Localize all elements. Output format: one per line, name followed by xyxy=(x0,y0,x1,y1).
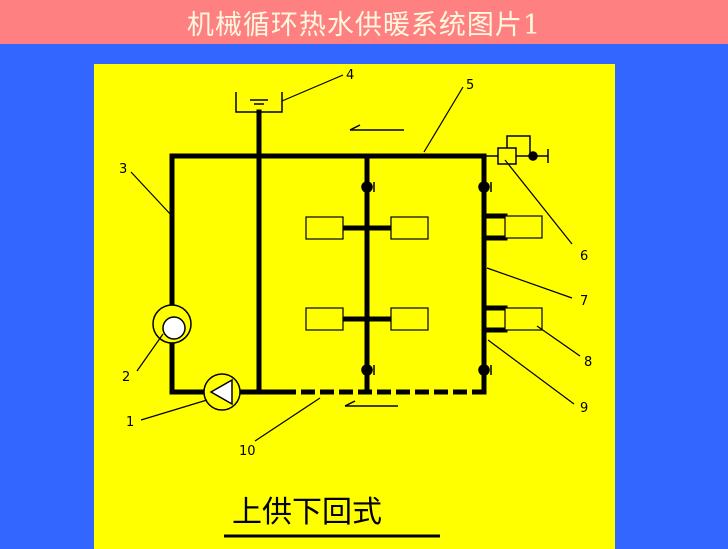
expansion-tank xyxy=(235,92,283,113)
label-8: 8 xyxy=(584,355,592,370)
supply-pipes xyxy=(169,109,508,395)
diagram-caption: 上供下回式 xyxy=(232,495,382,530)
radiators xyxy=(305,215,543,331)
label-6: 6 xyxy=(580,249,588,264)
leader-lines xyxy=(130,74,581,442)
label-2: 2 xyxy=(122,370,130,385)
valves xyxy=(361,181,492,376)
label-7: 7 xyxy=(580,294,588,309)
boiler xyxy=(152,304,192,344)
label-3: 3 xyxy=(119,162,127,177)
pump xyxy=(203,373,241,411)
flow-arrows xyxy=(344,124,404,407)
page-title: 机械循环热水供暖系统图片1 xyxy=(186,9,542,41)
title-bar: 机械循环热水供暖系统图片1 xyxy=(0,0,728,44)
label-10: 10 xyxy=(239,444,256,459)
label-5: 5 xyxy=(466,78,474,93)
label-4: 4 xyxy=(346,68,354,83)
label-1: 1 xyxy=(126,415,134,430)
label-9: 9 xyxy=(580,401,588,416)
air-collector xyxy=(484,135,549,165)
return-pipe xyxy=(282,344,487,395)
